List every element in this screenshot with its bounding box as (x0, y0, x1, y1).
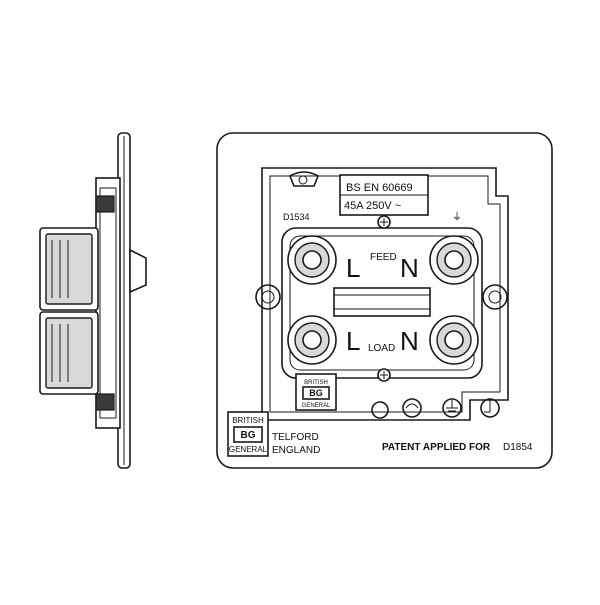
cable-hole (371, 401, 389, 419)
code-right: D1854 (503, 442, 533, 453)
label-load: LOAD (368, 343, 395, 354)
label-live-load: L (346, 326, 360, 356)
label-neutral-load: N (400, 326, 419, 356)
rating-value: 45A 250V ~ (344, 200, 401, 212)
side-terminal-upper-shade (45, 233, 93, 305)
label-live-feed: L (346, 253, 360, 283)
backbox-inner (269, 175, 501, 413)
side-screw-bottom (95, 393, 115, 411)
plate-outline (216, 132, 553, 469)
fixing-hole-left (255, 284, 281, 310)
side-screw-top (95, 195, 115, 213)
terminal-feed-neutral (429, 235, 479, 285)
top-clip (288, 171, 320, 187)
symbol-circle-3 (480, 398, 500, 418)
label-feed: FEED (370, 252, 397, 263)
side-terminal-lower-shade (45, 317, 93, 389)
backbox-frame (261, 167, 509, 421)
side-profile-view (39, 132, 147, 469)
mini-brand-logo: BRITISH BG GENERAL (295, 373, 337, 411)
location-line1: TELFORD (272, 432, 319, 443)
symbol-circle-1 (402, 398, 422, 418)
top-clip-hole (298, 175, 308, 185)
svg-text:BRITISH: BRITISH (232, 416, 264, 425)
symbol-earth-circle (442, 398, 462, 418)
centre-bar (333, 287, 431, 317)
label-neutral-feed: N (400, 253, 419, 283)
terminal-load-live (287, 315, 337, 365)
brand-logo: BRITISH BG GENERAL (227, 411, 269, 457)
svg-text:BG: BG (309, 388, 323, 398)
side-body-inner (99, 187, 117, 419)
earth-symbol: ⏚ (452, 211, 462, 223)
fixing-hole-right (482, 284, 508, 310)
location-line2: ENGLAND (272, 445, 320, 456)
svg-text:BRITISH: BRITISH (304, 380, 328, 386)
side-rocker (129, 248, 147, 294)
svg-text:GENERAL: GENERAL (302, 403, 331, 409)
svg-text:GENERAL: GENERAL (229, 445, 268, 454)
rating-standard: BS EN 60669 (346, 182, 413, 194)
terminal-load-neutral (429, 315, 479, 365)
svg-text:BG: BG (241, 430, 256, 441)
code-left: D1534 (283, 212, 310, 222)
terminal-feed-live (287, 235, 337, 285)
patent-text: PATENT APPLIED FOR (382, 442, 491, 453)
back-view: BS EN 60669 45A 250V ~ D1534 ⏚ (216, 132, 553, 469)
